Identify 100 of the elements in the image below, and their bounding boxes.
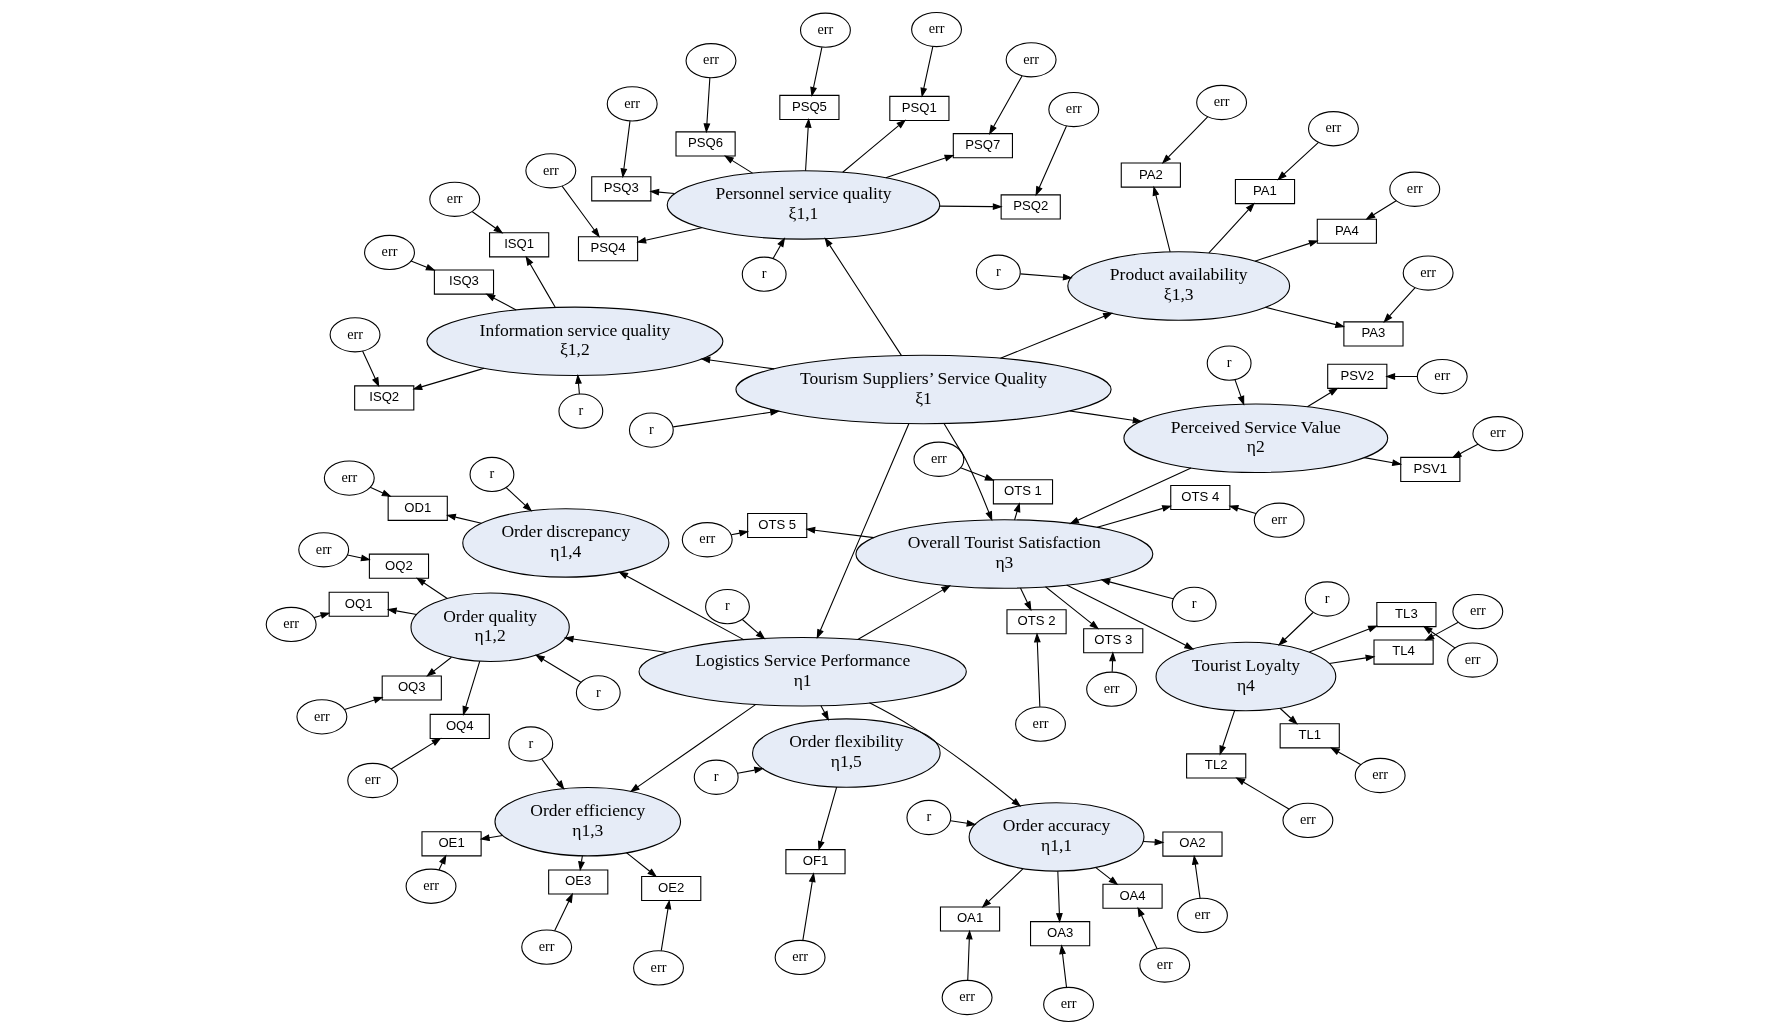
node-box: OQ3	[381, 675, 442, 701]
node-ellipse: err	[1139, 947, 1191, 983]
arrow	[1329, 747, 1362, 766]
node-ellipse: err	[1005, 42, 1057, 78]
arrow	[965, 929, 973, 981]
arrow	[541, 758, 565, 791]
node-ellipse: r	[705, 589, 750, 625]
node-ellipse: err	[681, 522, 733, 558]
node-ellipse: err	[323, 460, 375, 496]
arrow	[1363, 457, 1403, 467]
node-ellipse: err	[329, 317, 381, 353]
node-box: OQ2	[368, 553, 430, 579]
arrow	[820, 705, 830, 721]
arrow	[842, 119, 907, 173]
arrow	[943, 422, 993, 522]
arrow	[1045, 586, 1100, 630]
arrow	[1228, 505, 1257, 515]
node-ellipse: err	[1282, 802, 1334, 838]
arrow	[772, 237, 786, 260]
arrow	[1385, 372, 1418, 380]
arrow	[804, 117, 812, 172]
node-ellipse: err	[1043, 986, 1095, 1023]
node-ellipse: err	[347, 762, 399, 799]
node-ellipse: err	[633, 950, 684, 986]
arrow	[1277, 142, 1319, 181]
node-box: PSV2	[1327, 363, 1388, 389]
arrow	[1306, 387, 1339, 408]
arrow	[660, 899, 672, 952]
node-ellipse: err	[913, 441, 965, 477]
arrow	[1019, 273, 1073, 281]
node-box: PA1	[1234, 179, 1296, 205]
node-box: TL3	[1376, 601, 1437, 628]
node-box: OE3	[548, 869, 609, 895]
arrow	[868, 702, 1022, 807]
node-ellipse: Perceived Service Value η2	[1123, 403, 1389, 473]
arrow	[737, 766, 765, 774]
arrow	[1096, 505, 1173, 528]
arrow	[563, 635, 668, 654]
arrow	[561, 185, 600, 238]
arrow	[426, 656, 452, 677]
node-ellipse: err	[1452, 593, 1504, 630]
arrow	[700, 356, 775, 370]
arrow	[505, 487, 533, 512]
arrow	[1069, 410, 1143, 424]
node-box: OTS 2	[1006, 609, 1067, 635]
arrow	[999, 312, 1114, 359]
node-box: PSQ2	[1000, 194, 1061, 220]
arrow	[1308, 625, 1378, 653]
node-ellipse: err	[799, 12, 851, 48]
arrow	[346, 554, 371, 562]
arrow	[1219, 710, 1236, 756]
node-ellipse: r	[741, 256, 787, 292]
arrow	[1191, 854, 1201, 899]
node-ellipse: err	[941, 979, 993, 1016]
arrow	[703, 77, 711, 134]
arrow	[369, 486, 392, 497]
arrow	[1055, 870, 1063, 923]
arrow	[618, 571, 745, 641]
node-ellipse: err	[1447, 642, 1499, 678]
arrow	[1365, 200, 1397, 220]
arrow	[313, 612, 331, 619]
node-box: PA2	[1120, 162, 1181, 188]
node-ellipse: err	[1472, 416, 1524, 452]
node-ellipse: r	[558, 393, 604, 429]
arrow	[1013, 502, 1021, 521]
arrow	[824, 237, 903, 357]
node-box: TL2	[1186, 753, 1247, 779]
node-box: PSQ7	[952, 133, 1013, 159]
node-ellipse: r	[1206, 345, 1252, 381]
arrow	[1451, 443, 1479, 459]
arrow	[479, 834, 504, 842]
arrow	[1208, 202, 1255, 254]
node-box: PSQ6	[675, 131, 736, 157]
node-ellipse: err	[298, 532, 350, 568]
node-box: OA2	[1162, 831, 1223, 857]
arrow	[810, 46, 823, 97]
node-ellipse: err	[606, 86, 658, 122]
node-ellipse: err	[1196, 84, 1248, 121]
node-box: OTS 1	[992, 479, 1054, 505]
arrow	[578, 855, 585, 872]
arrow	[1035, 125, 1067, 197]
arrow	[857, 585, 952, 641]
node-box: OTS 4	[1170, 484, 1231, 511]
arrow	[649, 188, 676, 196]
node-ellipse: Information service quality ξ1,2	[426, 306, 724, 377]
arrow	[1254, 240, 1319, 262]
node-ellipse: err	[364, 234, 415, 271]
node-ellipse: r	[1304, 581, 1350, 617]
node-box: ISQ2	[354, 385, 415, 411]
node-box: PA3	[1343, 321, 1404, 347]
node-ellipse: err	[296, 699, 348, 735]
arrow	[1235, 777, 1290, 810]
node-box: PSQ3	[591, 176, 652, 202]
node-box: OF1	[785, 849, 846, 875]
node-box: TL1	[1279, 723, 1340, 749]
arrow	[535, 654, 582, 683]
arrow	[554, 892, 573, 932]
node-box: PSQ5	[779, 94, 840, 120]
arrow	[816, 423, 910, 640]
arrow	[1066, 584, 1195, 650]
